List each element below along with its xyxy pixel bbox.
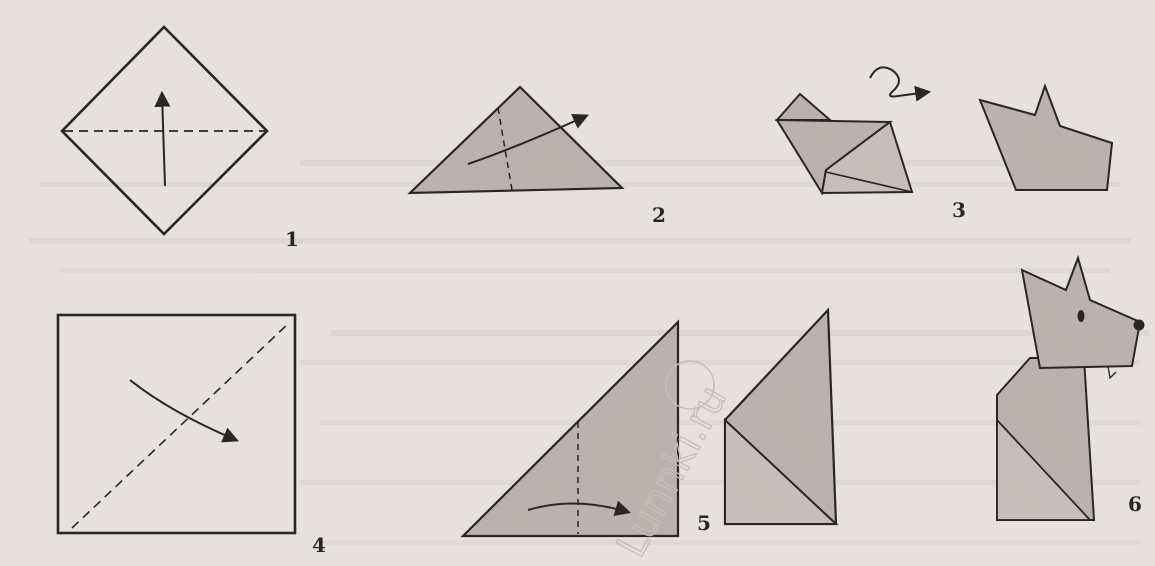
step-2-figure [407, 85, 625, 195]
step-3-figure-a [774, 92, 914, 196]
fold-arrow [154, 90, 171, 187]
turn-over-icon [869, 66, 932, 102]
step-3-figure-b [978, 83, 1114, 191]
step-number-2: 2 [652, 203, 666, 227]
dog-eye [1077, 310, 1085, 322]
fold-line-dashed [497, 107, 513, 191]
ear-flap [774, 92, 833, 121]
paper-diamond [60, 25, 269, 236]
step-number-5: 5 [697, 511, 711, 535]
dog-nose [1133, 319, 1145, 331]
step-6-figure [996, 254, 1145, 521]
step-number-1: 1 [285, 227, 299, 251]
step-number-3: 3 [952, 198, 966, 222]
paper-triangle [460, 319, 680, 538]
step-number-6: 6 [1128, 492, 1142, 516]
dog-body-flap [996, 417, 1093, 521]
fold-arrow [527, 500, 632, 517]
body-front-flap [724, 417, 839, 525]
fold-line-dashed [71, 321, 291, 529]
step-5-figure-a [460, 319, 680, 538]
step-4-figure [56, 313, 297, 535]
fold-arrow [467, 114, 589, 165]
fold-edge [825, 171, 913, 193]
watermark-smiley-icon [665, 360, 715, 410]
paper-square [56, 313, 297, 535]
paper-triangle [407, 85, 625, 195]
step-number-4: 4 [312, 533, 326, 557]
fold-arrow [129, 379, 239, 443]
step-1-figure [60, 25, 269, 236]
step-5-figure-b [723, 307, 839, 526]
head-turned [978, 83, 1114, 191]
dog-tongue [1107, 365, 1117, 380]
